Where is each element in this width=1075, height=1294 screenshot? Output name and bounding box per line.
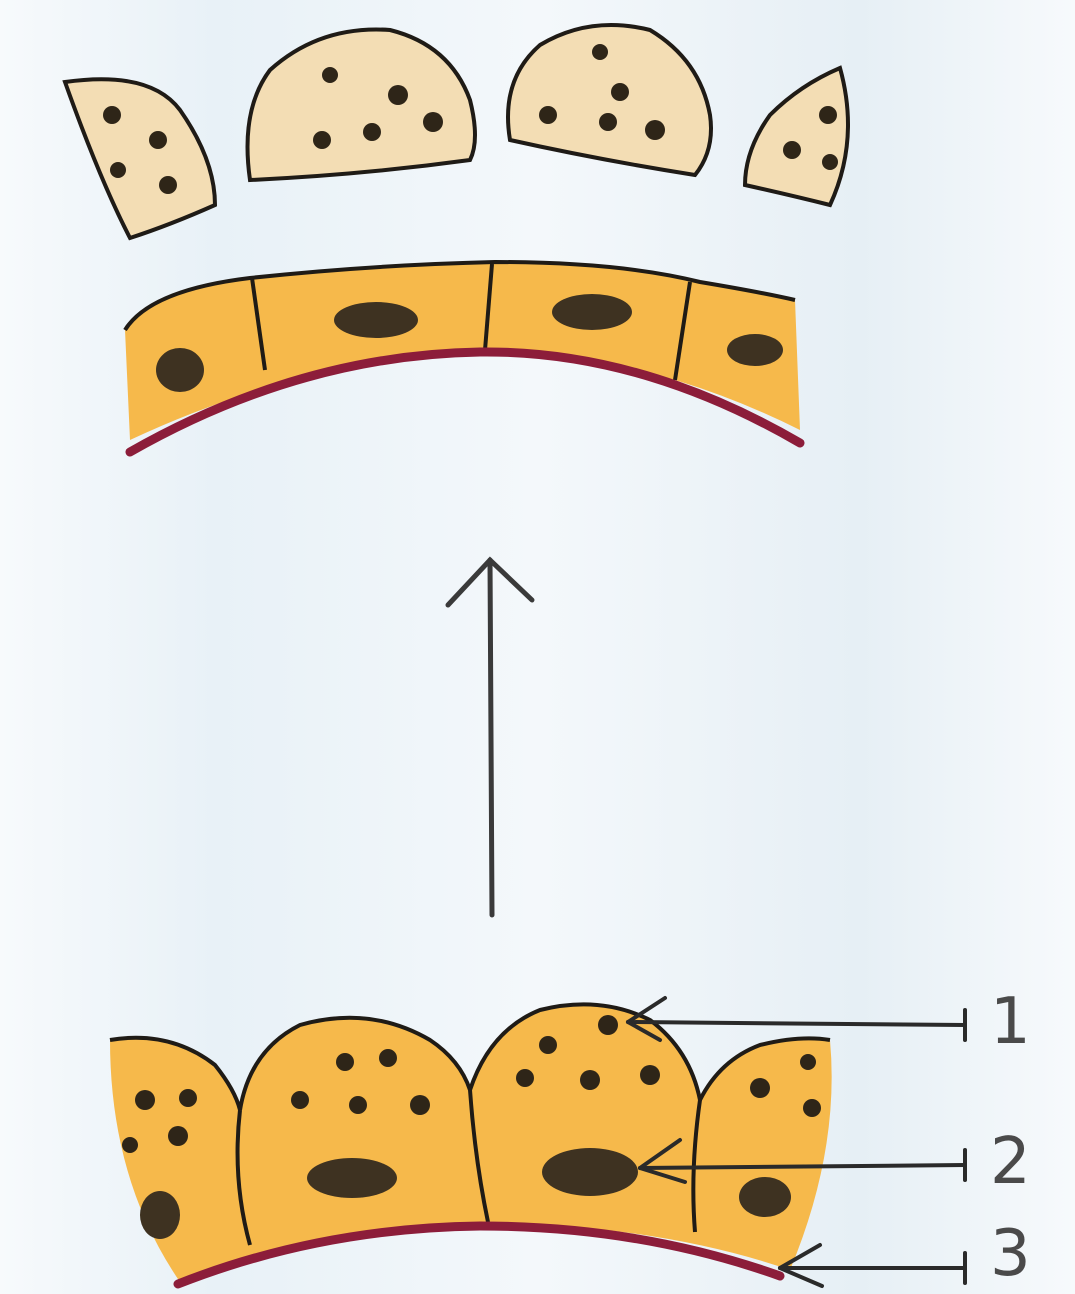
- label-1: 1: [990, 990, 1031, 1054]
- label-3: 3: [990, 1222, 1031, 1286]
- label-2: 2: [990, 1130, 1031, 1194]
